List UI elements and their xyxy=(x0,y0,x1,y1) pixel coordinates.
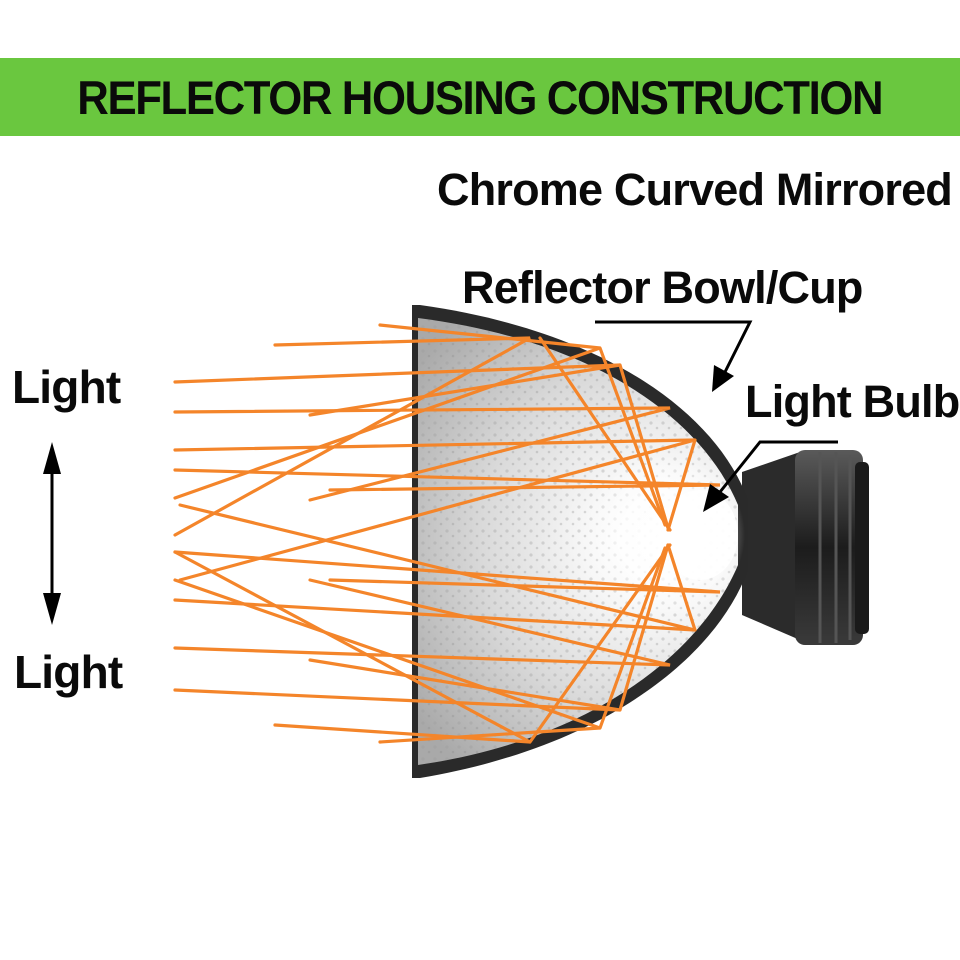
title-banner: REFLECTOR HOUSING CONSTRUCTION xyxy=(0,58,960,136)
light-ray xyxy=(173,468,721,492)
light-rays xyxy=(173,323,721,744)
bulb-socket xyxy=(742,450,869,645)
light-label-top: Light xyxy=(12,361,121,413)
light-bulb-label: Light Bulb xyxy=(745,376,960,427)
bowl-pointer-arrow-icon xyxy=(595,320,753,392)
page-title: REFLECTOR HOUSING CONSTRUCTION xyxy=(77,70,884,124)
light-ray xyxy=(173,336,531,537)
light-ray xyxy=(173,406,671,502)
light-label-bottom: Light xyxy=(14,646,123,698)
light-ray xyxy=(173,578,671,667)
light-ray xyxy=(173,550,721,594)
vertical-arrow-icon xyxy=(43,442,61,625)
bulb-pointer-arrow-icon xyxy=(703,440,838,512)
reflector-bowl-label: Reflector Bowl/Cup xyxy=(462,262,863,313)
chrome-mirrored-label: Chrome Curved Mirrored xyxy=(437,164,953,215)
